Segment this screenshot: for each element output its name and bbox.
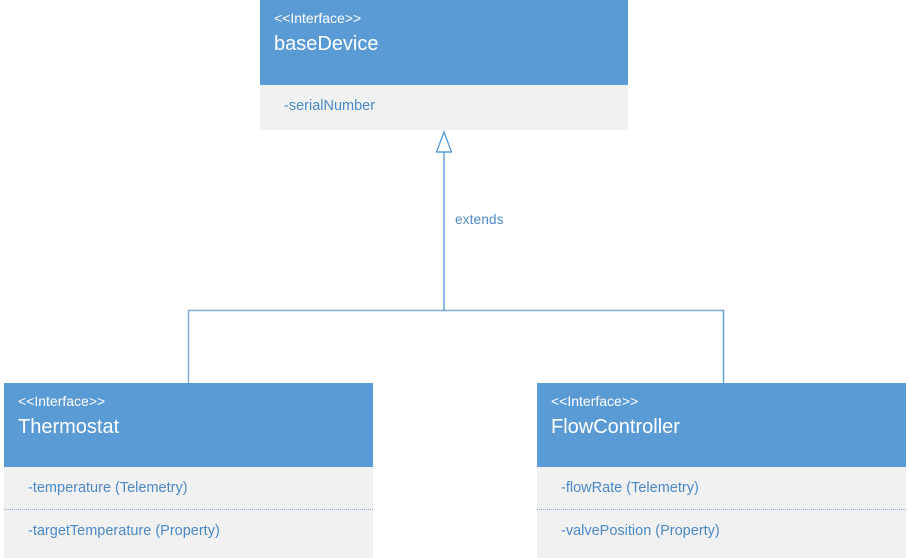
class-body-flowcontroller: -flowRate (Telemetry) -valvePosition (Pr… [537,467,906,558]
class-body-basedevice: -serialNumber [260,85,628,130]
class-name: baseDevice [274,33,379,55]
class-box-basedevice[interactable]: <<Interface>> baseDevice -serialNumber [260,0,628,130]
class-name: FlowController [551,416,680,438]
class-header-basedevice: <<Interface>> baseDevice [260,0,628,85]
class-attribute: -flowRate (Telemetry) [561,480,699,496]
class-box-thermostat[interactable]: <<Interface>> Thermostat -temperature (T… [4,383,373,558]
class-attribute: -serialNumber [284,98,376,114]
class-name: Thermostat [18,416,120,438]
hollow-triangle-arrowhead [435,130,453,153]
class-body-thermostat: -temperature (Telemetry) -targetTemperat… [4,467,373,558]
class-header-thermostat: <<Interface>> Thermostat [4,383,373,467]
class-attribute: -valvePosition (Property) [537,509,906,552]
class-attribute: -targetTemperature (Property) [4,509,373,552]
class-box-flowcontroller[interactable]: <<Interface>> FlowController -flowRate (… [537,383,906,558]
class-stereotype: <<Interface>> [274,10,362,26]
class-stereotype: <<Interface>> [551,393,639,409]
relationship-label-extends: extends [455,212,504,227]
class-header-flowcontroller: <<Interface>> FlowController [537,383,906,467]
class-attribute: -temperature (Telemetry) [28,480,188,496]
class-stereotype: <<Interface>> [18,393,106,409]
